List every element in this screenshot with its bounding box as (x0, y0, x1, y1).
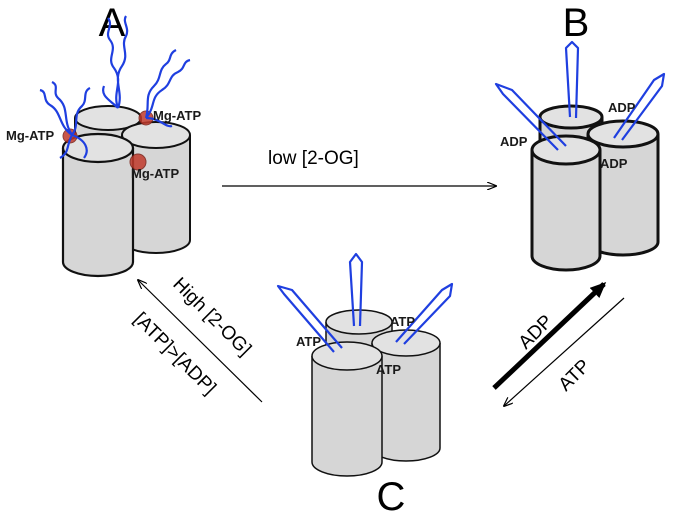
state-c-letter: C (377, 475, 406, 519)
state-b-subunit-front (530, 134, 602, 272)
arrow-c-to-a: High [2-OG] [ATP]>[ADP] (129, 274, 263, 403)
state-b-site-label: ADP (500, 134, 528, 149)
arrow-b-to-c: ATP (504, 297, 625, 406)
state-c-t-loops (276, 252, 454, 353)
state-c-site-label: ATP (390, 314, 415, 329)
state-a-t-loops (39, 15, 191, 159)
state-b-site-label: ADP (600, 156, 628, 171)
arrow-a-to-b-label: low [2-OG] (268, 148, 359, 169)
state-a-site-label: Mg-ATP (153, 108, 201, 123)
state-b-letter: B (563, 1, 590, 45)
arrow-b-to-c-label: ATP (555, 356, 595, 396)
state-c-site-label: ATP (376, 362, 401, 377)
mg-atp-site-marker (129, 153, 147, 171)
state-a: A Mg-ATP Mg-ATP Mg-ATP (6, 1, 201, 278)
state-b-subunit-right (586, 119, 660, 257)
state-a-letter: A (99, 1, 126, 45)
state-b-t-loops (494, 40, 666, 151)
state-c-subunit-front (311, 341, 383, 477)
arrow-a-to-b: low [2-OG] (222, 148, 496, 186)
state-a-site-label: Mg-ATP (6, 128, 54, 143)
state-a-site-label: Mg-ATP (131, 166, 179, 181)
state-b: B ADP ADP ADP (494, 1, 666, 272)
state-c: ATP ATP ATP C (276, 252, 454, 519)
state-c-site-label: ATP (296, 334, 321, 349)
state-a-subunit-front (61, 132, 135, 278)
state-b-site-label: ADP (608, 100, 636, 115)
